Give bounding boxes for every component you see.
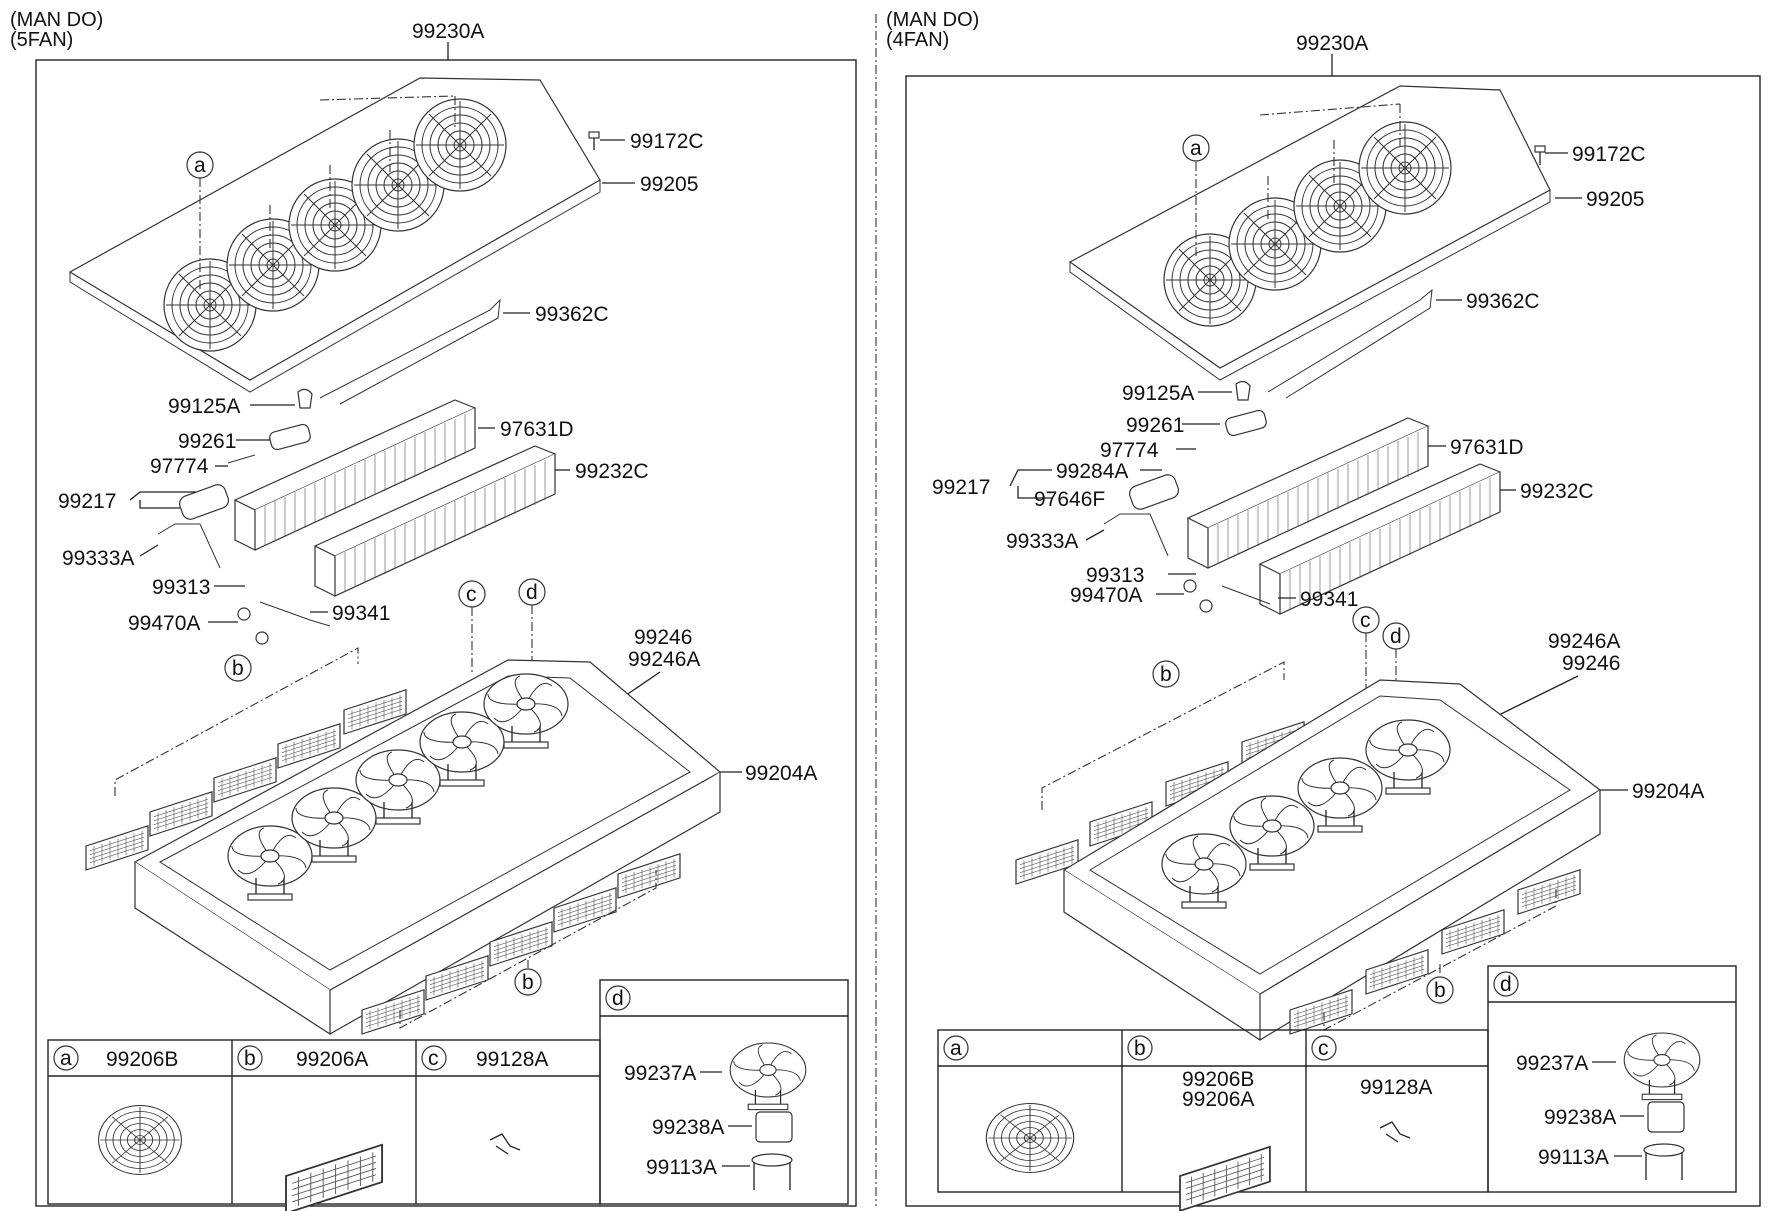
left-base-housing xyxy=(133,659,722,1036)
left-grille-icon xyxy=(98,1104,182,1176)
right-table-c-part: 99128A xyxy=(1360,1076,1432,1099)
right-table-d-part-1: 99237A xyxy=(1516,1052,1588,1075)
right-label-99172C: 99172C xyxy=(1572,143,1646,166)
right-label-97774: 97774 xyxy=(1100,439,1159,462)
left-blower-icon xyxy=(729,1042,807,1111)
left-label-99362C: 99362C xyxy=(535,303,609,326)
right-label-99246: 99246 xyxy=(1562,652,1620,675)
left-label-97774: 97774 xyxy=(150,455,209,478)
left-label-99341: 99341 xyxy=(332,602,390,625)
left-callout-d: d xyxy=(526,581,538,604)
right-label-99261: 99261 xyxy=(1126,414,1184,437)
left-label-99204A: 99204A xyxy=(745,762,817,785)
left-label-99172C: 99172C xyxy=(630,130,704,153)
left-callout-a: a xyxy=(194,154,206,177)
left-table-a-key: a xyxy=(60,1047,72,1070)
right-model: (MAN DO) xyxy=(886,9,979,31)
right-base-housing xyxy=(1062,679,1602,1042)
right-callout-a: a xyxy=(1190,137,1202,160)
left-table-c-key: c xyxy=(428,1047,439,1070)
left-callout-b2: b xyxy=(522,971,534,994)
left-top-cover xyxy=(68,77,601,393)
right-label-99246A: 99246A xyxy=(1548,630,1620,653)
right-callout-b: b xyxy=(1160,663,1172,686)
right-label-99205: 99205 xyxy=(1586,188,1644,211)
right-panel: (MAN DO) (4FAN) 99230A a 99172C 99205 99… xyxy=(886,9,1761,1211)
right-table-a-key: a xyxy=(950,1037,962,1060)
left-table-d-part-3: 99113A xyxy=(646,1156,717,1179)
left-table-c-part: 99128A xyxy=(476,1048,548,1071)
right-vent-icon xyxy=(1179,1145,1271,1211)
right-label-99313: 99313 xyxy=(1086,564,1144,587)
left-label-99125A: 99125A xyxy=(168,395,240,418)
right-label-99217: 99217 xyxy=(932,476,990,499)
left-label-99246A: 99246A xyxy=(628,648,700,671)
left-callout-b: b xyxy=(232,657,244,680)
left-table-a-part: 99206B xyxy=(106,1048,178,1071)
left-mount-icon xyxy=(751,1153,793,1167)
left-label-99313: 99313 xyxy=(152,576,210,599)
right-motor-icon xyxy=(1647,1101,1685,1133)
right-label-99204A: 99204A xyxy=(1632,780,1704,803)
left-frame xyxy=(35,59,857,1207)
right-label-97631D: 97631D xyxy=(1450,436,1524,459)
left-callout-c: c xyxy=(466,583,477,606)
right-mount-icon xyxy=(1643,1143,1685,1157)
left-label-97631D: 97631D xyxy=(500,418,574,441)
left-label-99205: 99205 xyxy=(640,173,698,196)
right-variant: (4FAN) xyxy=(886,29,949,51)
right-label-99284A: 99284A xyxy=(1056,460,1128,483)
right-table-c-key: c xyxy=(1318,1037,1329,1060)
left-label-99261: 99261 xyxy=(178,430,236,453)
left-top-label: 99230A xyxy=(412,20,484,43)
left-model: (MAN DO) xyxy=(10,9,103,31)
left-variant: (5FAN) xyxy=(10,29,73,51)
left-label-99246: 99246 xyxy=(634,626,692,649)
right-table-b-part-2: 99206A xyxy=(1182,1088,1254,1111)
left-table-d-part-2: 99238A xyxy=(652,1116,724,1139)
right-label-99362C: 99362C xyxy=(1466,290,1540,313)
right-bracket-icon xyxy=(1379,1121,1411,1143)
right-parts-table: a b 99206B 99206A c 99128A d 99237A 9923… xyxy=(937,965,1737,1211)
right-label-99341: 99341 xyxy=(1300,588,1358,611)
right-table-d-part-2: 99238A xyxy=(1544,1106,1616,1129)
right-table-b-key: b xyxy=(1134,1037,1146,1060)
right-label-97646F: 97646F xyxy=(1034,488,1105,511)
left-parts-table: a 99206B b 99206A c 99128A d 99237A 9923… xyxy=(47,979,849,1211)
left-label-99470A: 99470A xyxy=(128,612,200,635)
right-label-99333A: 99333A xyxy=(1006,530,1078,553)
left-table-b-part: 99206A xyxy=(296,1048,368,1071)
right-label-99125A: 99125A xyxy=(1122,382,1194,405)
left-vent-icon xyxy=(285,1143,384,1211)
right-top-cover xyxy=(1068,85,1551,381)
left-label-99232C: 99232C xyxy=(575,460,649,483)
right-label-99232C: 99232C xyxy=(1520,480,1594,503)
left-motor-icon xyxy=(755,1111,793,1143)
right-grille-icon xyxy=(985,1102,1075,1174)
right-frame xyxy=(905,75,1761,1207)
right-callout-b2: b xyxy=(1434,979,1446,1002)
right-top-label: 99230A xyxy=(1296,32,1368,55)
right-callout-c: c xyxy=(1360,609,1371,632)
left-bracket-icon xyxy=(489,1133,521,1155)
left-table-b-key: b xyxy=(244,1047,256,1070)
right-table-d-key: d xyxy=(1500,973,1512,996)
right-table-b-part-1: 99206B xyxy=(1182,1068,1254,1091)
left-panel: (MAN DO) (5FAN) 99230A a 99172C 99205 xyxy=(10,9,857,1211)
left-label-99333A: 99333A xyxy=(62,547,134,570)
right-label-99470A: 99470A xyxy=(1070,584,1142,607)
left-table-d-key: d xyxy=(612,987,624,1010)
right-callout-d: d xyxy=(1390,625,1402,648)
left-table-d-part-1: 99237A xyxy=(624,1062,696,1085)
right-table-d-part-3: 99113A xyxy=(1538,1146,1609,1169)
left-label-99217: 99217 xyxy=(58,490,116,513)
right-blower-icon xyxy=(1623,1032,1701,1101)
